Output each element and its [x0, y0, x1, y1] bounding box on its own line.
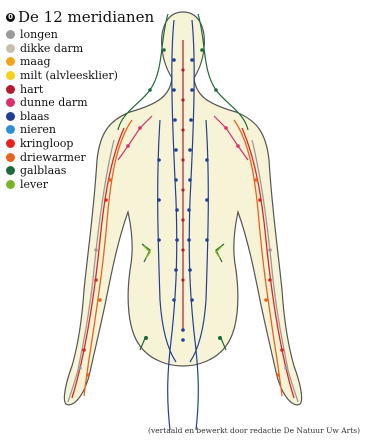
legend-color-dot-icon — [6, 139, 15, 148]
legend-item: blaas — [6, 110, 154, 124]
legend-title-row: 0 De 12 meridianen — [6, 8, 154, 26]
legend-item: kringloop — [6, 137, 154, 151]
legend-item: hart — [6, 82, 154, 96]
legend-item-label: dunne darm — [20, 96, 88, 109]
legend-color-dot-icon — [6, 125, 15, 134]
legend-item-label: nieren — [20, 123, 56, 136]
legend-item: lever — [6, 178, 154, 192]
legend-item: milt (alvleesklier) — [6, 69, 154, 83]
legend-item-label: hart — [20, 83, 43, 96]
legend-color-dot-icon — [6, 85, 15, 94]
legend-color-dot-icon — [6, 166, 15, 175]
legend-title: De 12 meridianen — [18, 8, 154, 26]
legend-color-dot-icon — [6, 112, 15, 121]
legend-color-dot-icon — [6, 30, 15, 39]
legend-item-label: longen — [20, 28, 58, 41]
legend-color-dot-icon — [6, 71, 15, 80]
legend-color-dot-icon — [6, 98, 15, 107]
legend-item-label: driewarmer — [20, 151, 86, 164]
legend-item-label: lever — [20, 178, 48, 191]
legend-item-label: dikke darm — [20, 42, 83, 55]
legend-item-label: milt (alvleesklier) — [20, 69, 118, 82]
numbered-bullet-icon: 0 — [6, 13, 15, 22]
legend-item-label: maag — [20, 55, 51, 68]
legend-color-dot-icon — [6, 57, 15, 66]
credit-text: (vertaald en bewerkt door redactie De Na… — [148, 426, 360, 435]
legend-item: nieren — [6, 123, 154, 137]
legend-color-dot-icon — [6, 153, 15, 162]
legend-item: maag — [6, 55, 154, 69]
legend-color-dot-icon — [6, 44, 15, 53]
legend-items: longendikke darmmaagmilt (alvleesklier)h… — [6, 28, 154, 191]
meridian-legend: 0 De 12 meridianen longendikke darmmaagm… — [6, 8, 154, 191]
legend-item: driewarmer — [6, 150, 154, 164]
legend-item-label: galblaas — [20, 164, 66, 177]
legend-item: galblaas — [6, 164, 154, 178]
legend-color-dot-icon — [6, 180, 15, 189]
legend-item-label: kringloop — [20, 137, 73, 150]
legend-item: longen — [6, 28, 154, 42]
legend-item: dunne darm — [6, 96, 154, 110]
legend-item: dikke darm — [6, 42, 154, 56]
legend-item-label: blaas — [20, 110, 49, 123]
